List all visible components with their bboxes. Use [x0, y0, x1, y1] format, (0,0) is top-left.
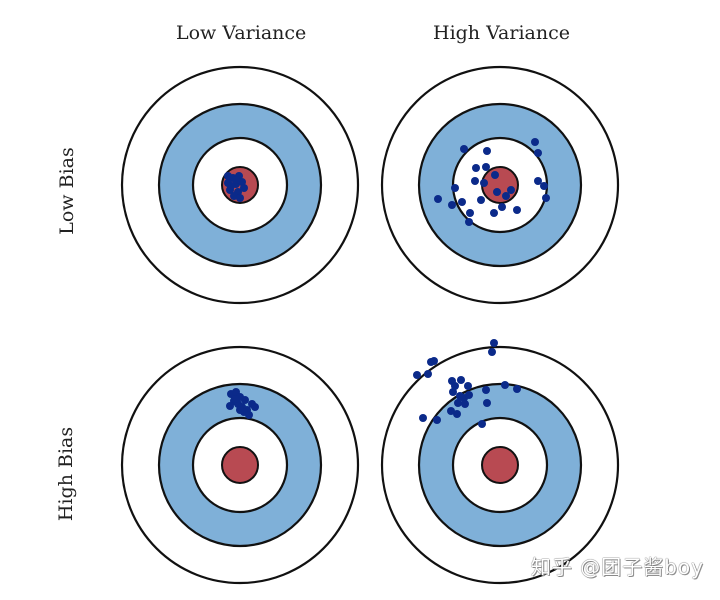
shot-dot	[466, 209, 474, 217]
shot-dot	[447, 407, 455, 415]
shot-dot	[482, 386, 490, 394]
target-high-bias-low-variance	[120, 345, 360, 585]
bullseye	[481, 446, 519, 484]
shot-dot	[241, 396, 249, 404]
shot-dot	[513, 206, 521, 214]
shot-dot	[482, 163, 490, 171]
shot-dot	[245, 411, 253, 419]
shot-dot	[457, 376, 465, 384]
shot-dot	[477, 196, 485, 204]
shot-dot	[413, 371, 421, 379]
watermark: 知乎 @团子酱boy	[530, 555, 704, 579]
column-label-low-variance: Low Variance	[176, 22, 307, 44]
shot-dot	[542, 194, 550, 202]
shot-dot	[231, 395, 239, 403]
shot-dot	[501, 381, 509, 389]
shot-dot	[453, 410, 461, 418]
shot-dot	[448, 201, 456, 209]
shot-dot	[236, 194, 244, 202]
target-low-bias-low-variance	[120, 65, 360, 305]
shot-dot	[493, 188, 501, 196]
bullseye	[221, 446, 259, 484]
shot-dot	[531, 138, 539, 146]
shot-dot	[488, 348, 496, 356]
shot-dot	[472, 164, 480, 172]
shot-dot	[240, 184, 248, 192]
shot-dot	[465, 391, 473, 399]
shot-dot	[227, 182, 235, 190]
shot-dot	[464, 382, 472, 390]
shot-dot	[434, 195, 442, 203]
shot-dot	[534, 177, 542, 185]
target-high-bias-high-variance	[380, 339, 620, 585]
column-label-high-variance: High Variance	[433, 22, 570, 44]
shot-dot	[534, 149, 542, 157]
shot-dot	[433, 416, 441, 424]
shot-dot	[465, 218, 473, 226]
shot-dot	[498, 203, 506, 211]
shot-dot	[424, 370, 432, 378]
shot-dot	[236, 406, 244, 414]
shot-dot	[232, 176, 240, 184]
shot-dot	[461, 400, 469, 408]
shot-dot	[471, 177, 479, 185]
shot-dot	[490, 339, 498, 347]
target-low-bias-high-variance	[380, 65, 620, 305]
shot-dot	[540, 182, 548, 190]
shot-dot	[490, 209, 498, 217]
shot-dot	[460, 145, 468, 153]
shot-dot	[483, 399, 491, 407]
shot-dot	[454, 399, 462, 407]
shot-dot	[502, 192, 510, 200]
shot-dot	[491, 171, 499, 179]
shot-dot	[449, 388, 457, 396]
shot-dot	[478, 420, 486, 428]
shot-dot	[226, 402, 234, 410]
shot-dot	[507, 186, 515, 194]
shot-dot	[224, 172, 232, 180]
shot-dot	[513, 385, 521, 393]
shot-dot	[480, 179, 488, 187]
shot-dot	[430, 357, 438, 365]
shot-dot	[451, 184, 459, 192]
shot-dot	[419, 414, 427, 422]
shot-dot	[483, 147, 491, 155]
shot-dot	[251, 403, 259, 411]
shot-dot	[458, 198, 466, 206]
